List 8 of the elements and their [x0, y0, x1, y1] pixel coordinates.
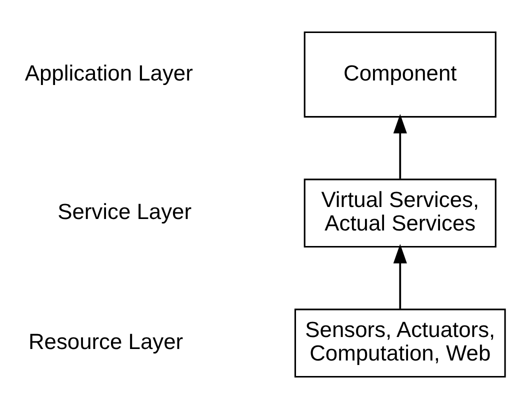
node-box: Sensors, Actuators, Computation, Web — [294, 308, 506, 378]
label: Application Layer — [24, 60, 193, 86]
label: Resource Layer — [28, 328, 184, 354]
node-box: Component — [304, 31, 496, 118]
node-box: Virtual Services, Actual Services — [304, 178, 496, 248]
arrow — [393, 114, 407, 179]
label: Service Layer — [58, 198, 192, 224]
arrow — [393, 244, 407, 309]
